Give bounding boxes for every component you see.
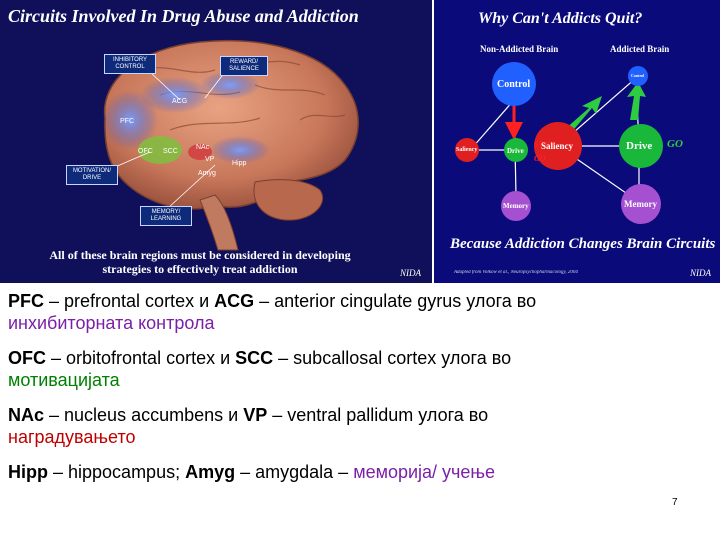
node-control-addicted [628,66,648,86]
brain-illustration [102,39,359,251]
region-label-amyg: Amyg [198,170,216,177]
addiction-diagram-caption: Because Addiction Changes Brain Circuits [450,236,716,252]
region-label-hipp: Hipp [232,160,247,167]
callout-inhibitory-control: INHIBITORY CONTROL [104,54,156,74]
node-label-control-addicted: Control [631,73,645,78]
description-nac-vp: NAc – nucleus accumbens и VP – ventral p… [8,405,489,447]
region-label-vp: VP [205,156,215,163]
region-label-acg: ACG [172,98,188,105]
brainstem-shape [199,194,239,251]
node-memory-nonaddicted [501,191,531,221]
node-control-nonaddicted [492,62,536,106]
addiction-diagram-title: Why Can't Addicts Quit? [478,10,643,27]
region-descriptions: PFC – prefrontal cortex и ACG – anterior… [8,290,708,496]
node-label-saliency-addicted: Saliency [541,141,574,151]
callout-reward-salience: REWARD/ SALIENCE [220,56,268,76]
region-label-ofc: OFC [138,148,153,155]
node-drive-addicted [619,124,663,168]
node-label-control-nonaddicted: Control [497,79,531,90]
source-credit: Adapted from Volkow et al., Neuropsychop… [454,270,578,275]
node-label-memory-nonaddicted: Memory [503,202,529,210]
description-hipp-amyg: Hipp – hippocampus; Amyg – amygdala – ме… [8,462,496,482]
node-saliency-addicted [534,122,582,170]
slide-number: 7 [672,497,678,508]
callout-memory-learning: MEMORY/ LEARNING [140,206,192,226]
description-pfc-acg: PFC – prefrontal cortex и ACG – anterior… [8,291,537,333]
nida-logo-left: NIDA [400,268,421,278]
region-label-scc: SCC [163,148,178,155]
brain-circuits-title: Circuits Involved In Drug Abuse and Addi… [8,6,359,26]
addiction-circuit-diagram: Why Can't Addicts Quit? Non-Addicted Bra… [434,0,720,283]
nida-logo-right: NIDA [690,268,711,278]
addicted-brain-label: Addicted Brain [610,44,670,54]
go-label-nonaddicted: GO [534,154,546,163]
region-label-nac: NAc [196,144,210,151]
brain-circuits-caption: All of these brain regions must be consi… [49,248,351,276]
node-memory-addicted [621,184,661,224]
node-label-memory-addicted: Memory [624,199,657,209]
node-drive-nonaddicted [504,138,528,162]
brain-circuits-image: Circuits Involved In Drug Abuse and Addi… [0,0,432,283]
stop-label: STOP [534,140,554,149]
node-label-saliency-nonaddicted: Saliency [456,147,478,153]
callout-motivation-drive: MOTIVATION/ DRIVE [66,165,118,185]
node-saliency-nonaddicted [455,138,479,162]
region-label-pfc: PFC [120,118,134,125]
go-label-addicted: GO [667,138,683,150]
non-addicted-brain-label: Non-Addicted Brain [480,44,559,54]
cerebellum-shape [253,179,323,221]
description-ofc-scc: OFC – orbitofrontal cortex и SCC – subca… [8,348,512,390]
node-label-drive-nonaddicted: Drive [507,147,524,155]
circuit-network [455,62,663,224]
panel-divider [432,0,434,283]
node-label-drive-addicted: Drive [626,140,653,152]
